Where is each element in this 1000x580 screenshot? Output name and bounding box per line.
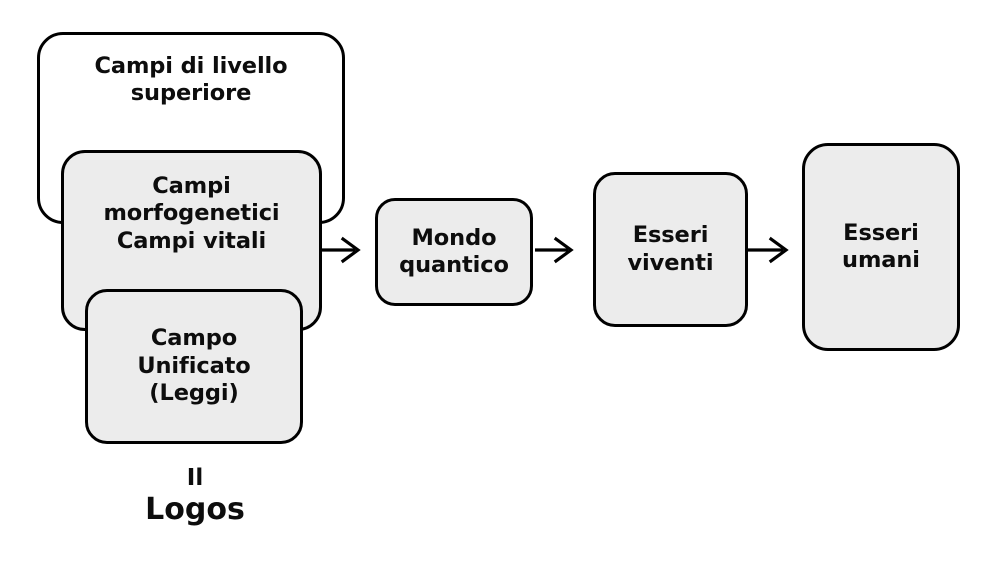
node-esseri-viventi[interactable]: Esseri viventi <box>593 172 748 327</box>
arrow-mondo-quantico-to-esseri-viventi-icon <box>534 233 574 267</box>
caption-line-2: Logos <box>145 492 245 528</box>
arrow-stack-to-mondo-quantico-icon <box>321 233 361 267</box>
arrow-esseri-viventi-to-esseri-umani-icon <box>747 233 789 267</box>
node-mondo-quantico[interactable]: Mondo quantico <box>375 198 533 306</box>
caption-il-logos: Il Logos <box>95 466 295 526</box>
caption-line-1: Il <box>186 465 204 491</box>
node-esseri-umani[interactable]: Esseri umani <box>802 143 960 351</box>
node-campo-unificato-leggi[interactable]: Campo Unificato (Leggi) <box>85 289 303 444</box>
